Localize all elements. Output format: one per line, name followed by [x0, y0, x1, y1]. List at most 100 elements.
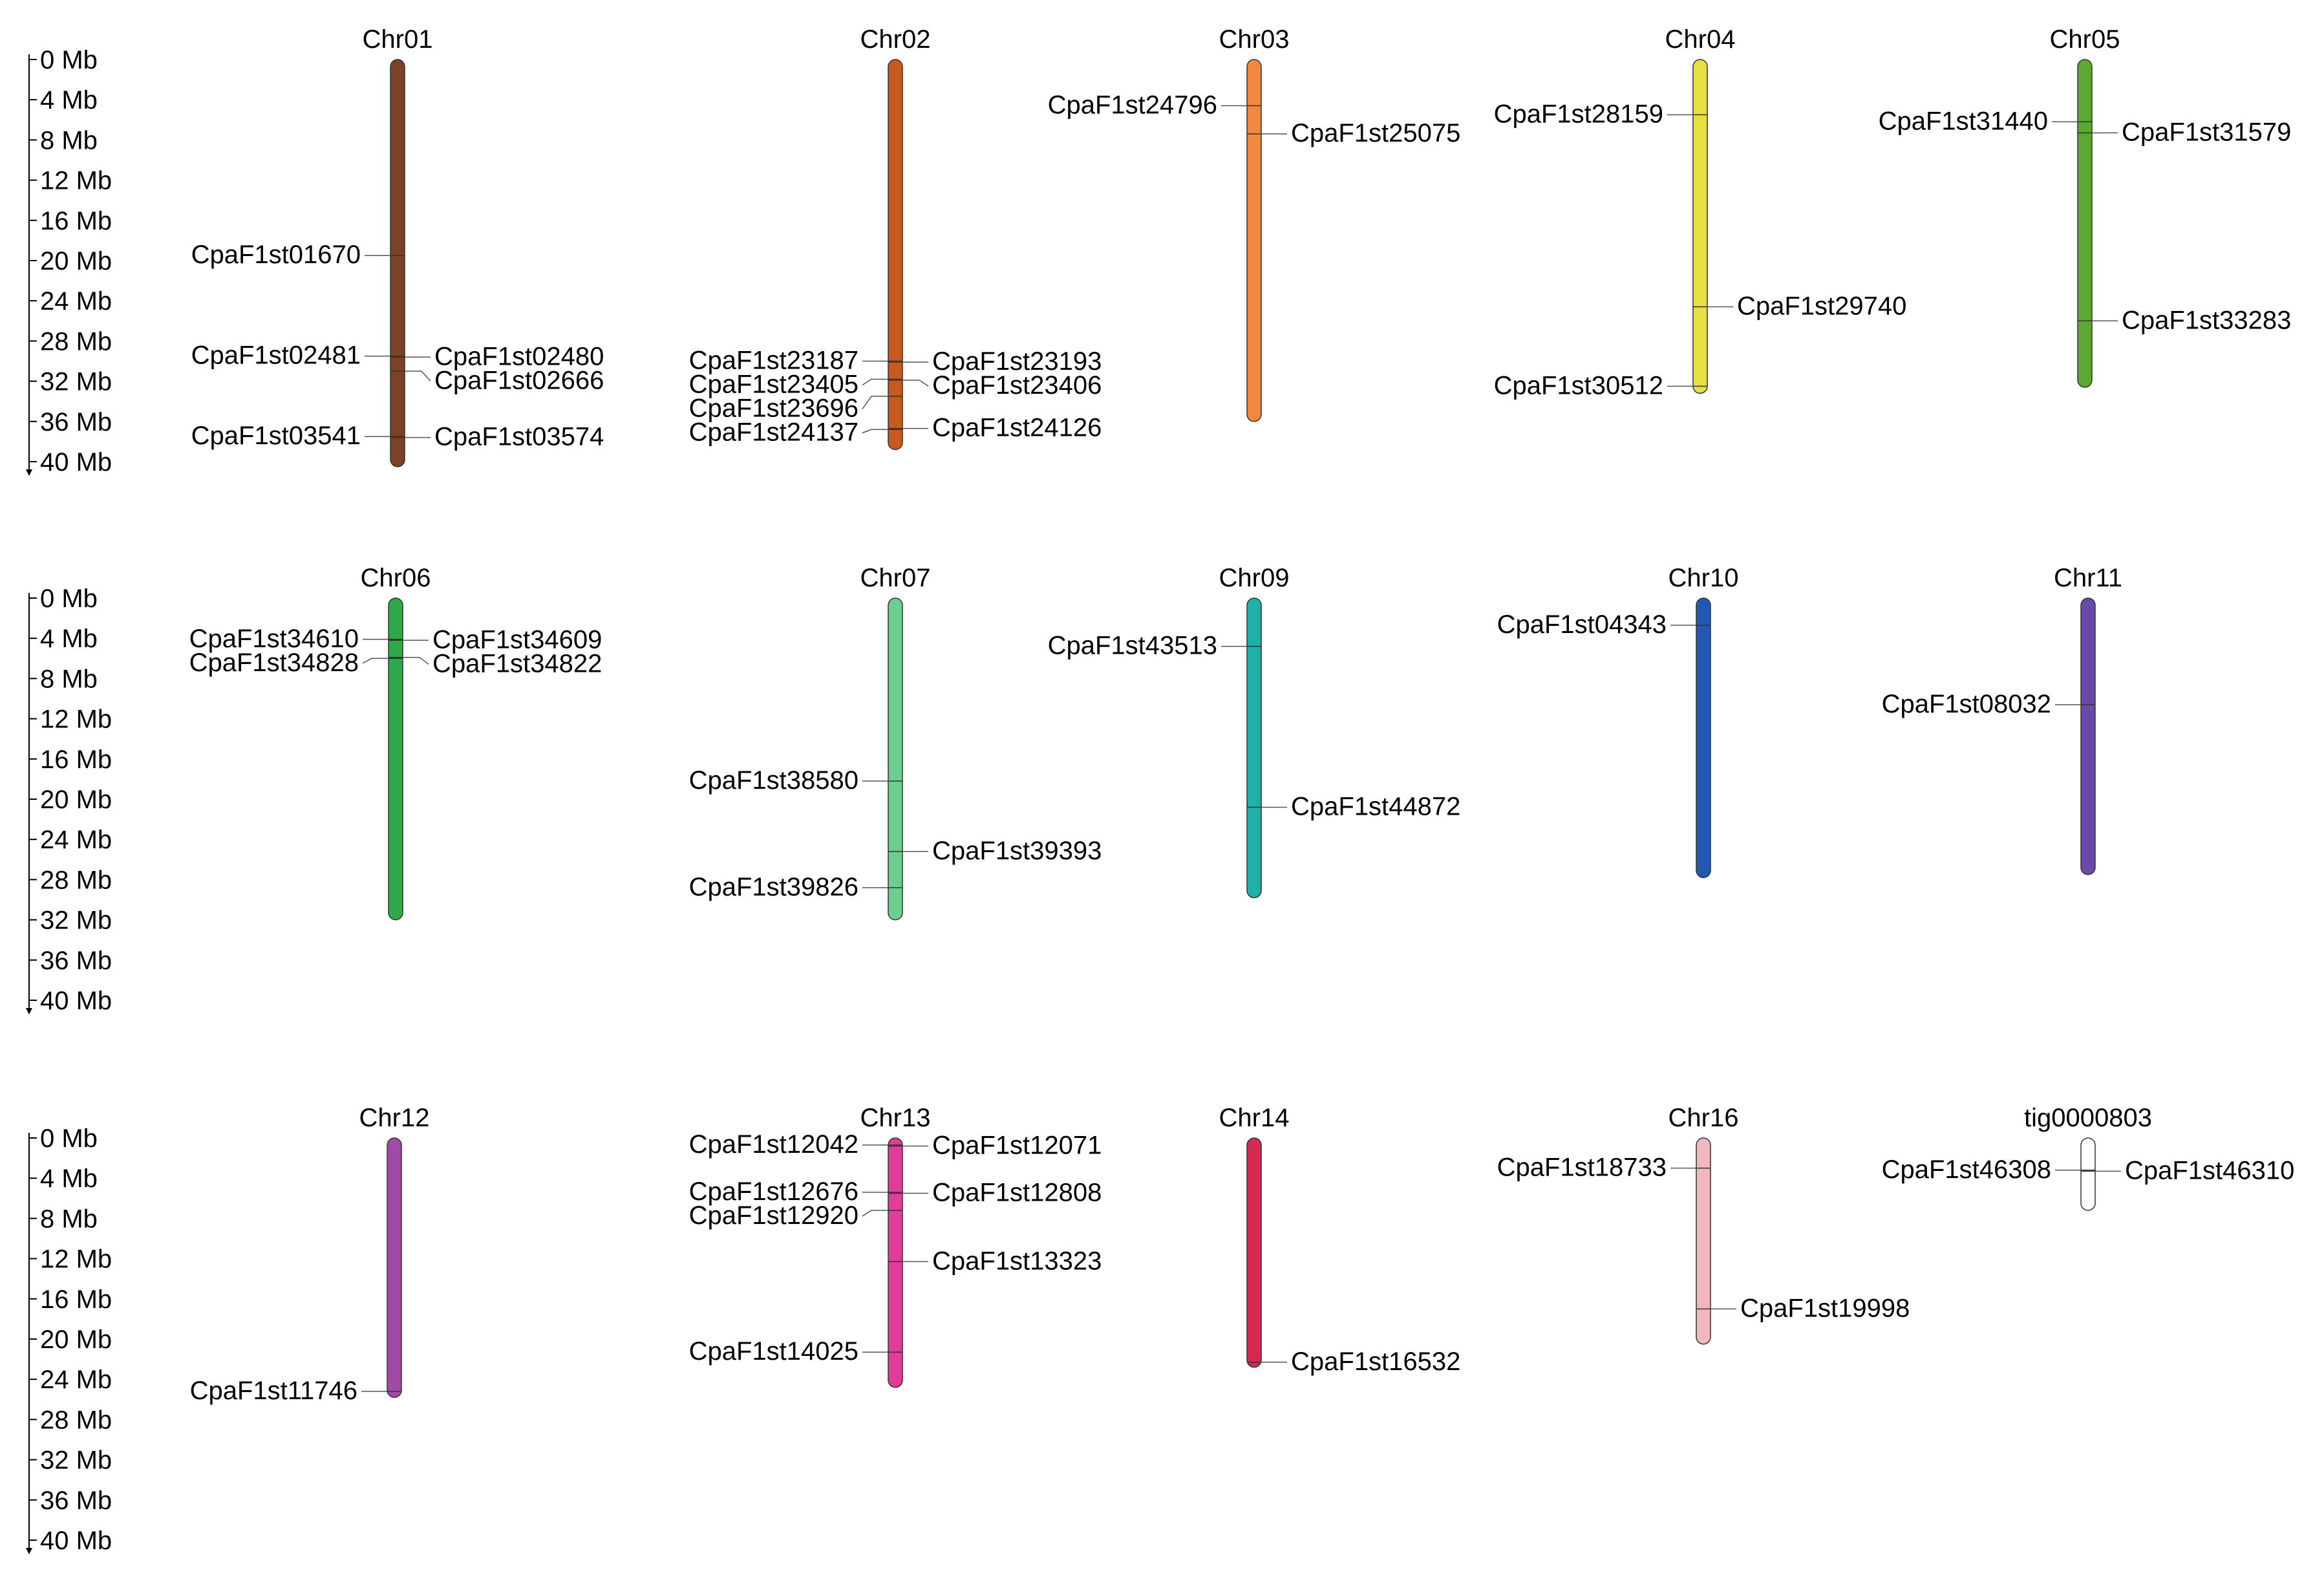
scale-tick-label: 12 Mb [40, 167, 112, 195]
chromosome-body [387, 1137, 402, 1398]
scale-tick-label: 20 Mb [40, 1325, 112, 1354]
gene-label: CpaF1st14025 [689, 1337, 858, 1366]
gene-leader-line [862, 429, 888, 434]
gene-leader-line [405, 370, 431, 381]
scale-arrow [26, 1008, 32, 1014]
scale-tick-label: 4 Mb [40, 625, 98, 653]
gene-label: CpaF1st31579 [2122, 118, 2291, 147]
gene-label: CpaF1st01670 [191, 241, 361, 269]
gene-label: CpaF1st08032 [1882, 690, 2051, 718]
gene-label: CpaF1st25075 [1291, 119, 1460, 147]
gene-label: CpaF1st24126 [932, 414, 1102, 442]
gene-leader-line [862, 378, 888, 386]
chromosome-body [2080, 1137, 2096, 1211]
scale-tick-label: 32 Mb [40, 1446, 112, 1475]
gene-label: CpaF1st02481 [191, 341, 361, 370]
scale-tick-label: 36 Mb [40, 1486, 112, 1515]
chromosome-name: tig0000803 [2024, 1104, 2152, 1132]
gene-label: CpaF1st11746 [190, 1377, 357, 1405]
gene-label: CpaF1st02480 [434, 342, 604, 370]
chromosome-chr02: Chr02CpaF1st23187CpaF1st23405CpaF1st2369… [689, 25, 1102, 451]
gene-label: CpaF1st30512 [1494, 371, 1663, 400]
chromosome-body [1246, 597, 1262, 899]
scale-tick-label: 0 Mb [40, 46, 98, 74]
chromosome-name: Chr16 [1668, 1104, 1739, 1132]
gene-label: CpaF1st16532 [1291, 1347, 1460, 1376]
scale-tick-label: 36 Mb [40, 947, 112, 975]
scale-tick-label: 8 Mb [40, 1205, 98, 1233]
gene-label: CpaF1st34609 [432, 625, 602, 654]
gene-label: CpaF1st46310 [2125, 1156, 2294, 1185]
chromosome-name: Chr14 [1219, 1104, 1290, 1132]
chromosome-body [1696, 1137, 1711, 1345]
gene-label: CpaF1st23193 [932, 347, 1102, 376]
scale-tick-label: 12 Mb [40, 1245, 112, 1274]
gene-label: CpaF1st31440 [1879, 107, 2048, 135]
scale-arrow [26, 469, 32, 476]
scale-tick-label: 4 Mb [40, 1164, 98, 1193]
chromosome-body [2080, 597, 2096, 875]
gene-label: CpaF1st39393 [932, 837, 1102, 865]
gene-label: CpaF1st12071 [932, 1131, 1102, 1159]
gene-label: CpaF1st46308 [1882, 1155, 2051, 1184]
gene-leader-line [902, 380, 929, 387]
gene-label: CpaF1st12676 [689, 1177, 858, 1206]
scale-tick-label: 40 Mb [40, 448, 112, 477]
chromosome-body [1246, 1137, 1262, 1368]
gene-label: CpaF1st23696 [689, 394, 858, 423]
chromosome-name: Chr06 [361, 564, 431, 592]
gene-label: CpaF1st38580 [689, 766, 858, 795]
scale-tick-label: 32 Mb [40, 907, 112, 935]
chromosome-body [888, 1137, 903, 1388]
gene-label: CpaF1st12808 [932, 1179, 1102, 1207]
chromosome-body [1246, 59, 1262, 422]
chromosome-chr13: Chr13CpaF1st12042CpaF1st12676CpaF1st1292… [689, 1104, 1102, 1388]
chromosome-body [888, 597, 903, 921]
chromosome-name: Chr11 [2054, 564, 2122, 592]
scale-tick-label: 4 Mb [40, 86, 98, 114]
scale-tick-label: 8 Mb [40, 126, 98, 155]
scale-arrow [26, 1548, 32, 1554]
chromosome-name: Chr13 [860, 1104, 931, 1132]
gene-label: CpaF1st24796 [1048, 91, 1217, 120]
chromosome-name: Chr04 [1665, 25, 1736, 54]
chromosome-chr06: Chr06CpaF1st34610CpaF1st34828CpaF1st3460… [189, 564, 602, 921]
chromosome-name: Chr09 [1219, 564, 1290, 592]
chromosome-body [1692, 59, 1708, 394]
gene-label: CpaF1st18733 [1497, 1153, 1667, 1182]
gene-label: CpaF1st34822 [432, 649, 602, 678]
gene-label: CpaF1st43513 [1048, 632, 1217, 660]
scale-tick-label: 8 Mb [40, 665, 98, 693]
chromosome-name: Chr02 [860, 25, 931, 54]
gene-label: CpaF1st04343 [1497, 610, 1667, 639]
chromosome-body [390, 59, 405, 467]
gene-label: CpaF1st34828 [189, 649, 359, 677]
chromosome-name: Chr10 [1668, 564, 1739, 592]
scale-tick-label: 24 Mb [40, 287, 112, 316]
gene-label: CpaF1st03574 [434, 423, 604, 451]
scale-tick-label: 40 Mb [40, 987, 112, 1015]
gene-label: CpaF1st24137 [689, 418, 858, 447]
scale-tick-label: 24 Mb [40, 1366, 112, 1394]
chromosome-name: Chr01 [363, 25, 433, 54]
scale-tick-label: 16 Mb [40, 207, 112, 235]
scale-tick-label: 16 Mb [40, 1285, 112, 1314]
gene-label: CpaF1st33283 [2122, 306, 2291, 334]
scale-tick-label: 0 Mb [40, 1124, 98, 1153]
scale-tick-label: 16 Mb [40, 746, 112, 774]
gene-leader-line [403, 656, 429, 665]
gene-label: CpaF1st02666 [434, 366, 604, 394]
scale-tick-label: 40 Mb [40, 1527, 112, 1555]
gene-label: CpaF1st23187 [689, 347, 858, 375]
